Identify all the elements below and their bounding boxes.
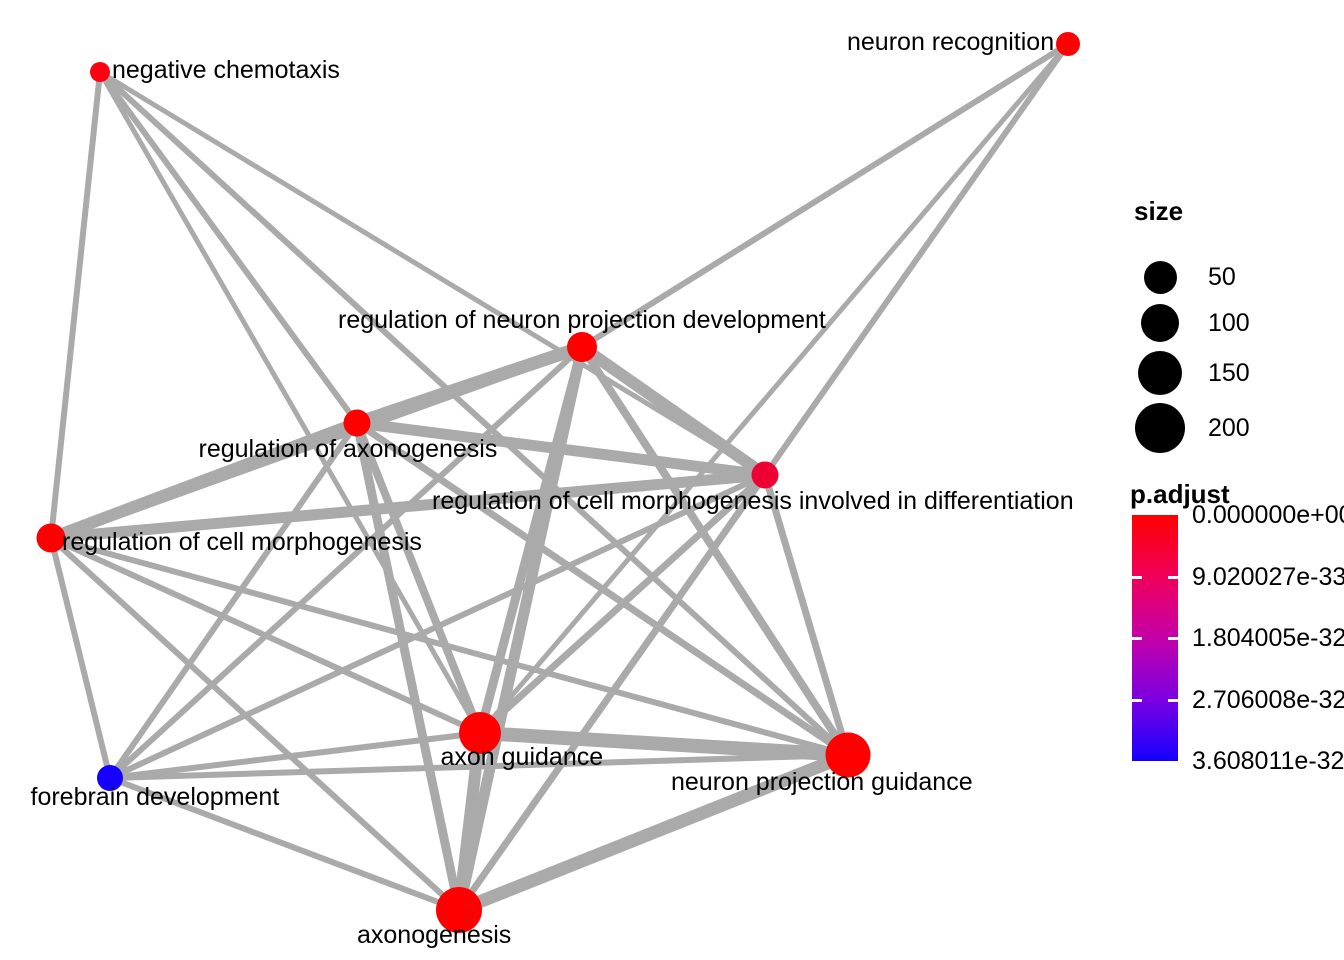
node-label-regulation_of_cell_morphogenesis_involved_in_differentiation: regulation of cell morphogenesis involve…	[432, 487, 1074, 515]
network-node-regulation_of_axonogenesis[interactable]	[343, 409, 371, 437]
network-edge	[456, 748, 851, 917]
network-edge	[578, 342, 769, 480]
node-label-regulation_of_neuron_projection_development: regulation of neuron projection developm…	[338, 306, 826, 334]
network-node-axon_guidance[interactable]	[459, 712, 501, 754]
network-edge	[355, 420, 850, 758]
network-edge	[97, 70, 360, 425]
network-node-neuron_projection_guidance[interactable]	[825, 732, 871, 778]
node-label-neuron_recognition: neuron recognition	[847, 28, 1055, 56]
network-edge	[48, 535, 462, 913]
network-edge	[456, 472, 768, 913]
network-edge	[97, 70, 483, 735]
colorbar-tick-label: 1.804005e-32	[1192, 624, 1344, 652]
size-legend-title: size	[1134, 196, 1184, 226]
colorbar-tick-mark	[1168, 698, 1178, 702]
size-legend-label: 200	[1208, 414, 1250, 442]
colorbar-tick-mark	[1168, 637, 1178, 640]
node-label-axonogenesis: axonogenesis	[357, 921, 512, 949]
network-edge	[48, 417, 360, 544]
network-edge	[48, 537, 113, 779]
size-legend-label: 50	[1208, 263, 1236, 291]
network-edge	[108, 472, 767, 781]
network-edge	[97, 69, 851, 758]
network-edge	[107, 344, 585, 781]
network-edge	[109, 752, 849, 781]
network-node-regulation_of_neuron_projection_development[interactable]	[567, 332, 597, 362]
size-legend-label: 150	[1208, 359, 1250, 387]
colorbar-tick-mark	[1168, 575, 1178, 579]
network-edge	[98, 69, 767, 478]
colorbar-tick-label: 9.020027e-33	[1192, 562, 1344, 591]
network-edge	[479, 726, 849, 762]
network-edge	[453, 345, 588, 912]
node-label-negative_chemotaxis: negative chemotaxis	[112, 56, 340, 84]
network-edge	[761, 474, 852, 756]
network-edge	[356, 417, 766, 481]
colorbar-tick-mark	[1132, 698, 1142, 702]
network-node-negative_chemotaxis[interactable]	[90, 62, 110, 82]
network-edge	[50, 469, 766, 544]
node-label-regulation_of_cell_morphogenesis: regulation of cell morphogenesis	[62, 528, 422, 556]
size-legend-dot	[1143, 260, 1177, 294]
network-edge	[580, 41, 1070, 350]
network-edge	[50, 535, 849, 758]
color-legend-title: p.adjust	[1130, 479, 1230, 509]
node-label-regulation_of_axonogenesis: regulation of axonogenesis	[198, 435, 498, 463]
size-legend-label: 100	[1208, 309, 1250, 337]
network-edge	[107, 421, 360, 780]
size-legend-dot	[1138, 351, 1182, 395]
network-edge	[108, 775, 461, 913]
network-node-regulation_of_cell_morphogenesis[interactable]	[36, 523, 66, 553]
network-edge	[353, 421, 484, 735]
network-node-regulation_of_cell_morphogenesis_involved_in_differentiation[interactable]	[751, 461, 779, 489]
network-edge	[453, 732, 486, 911]
colorbar-tick-mark	[1132, 637, 1142, 640]
colorbar-tick-label: 3.608011e-32	[1192, 747, 1344, 775]
colorbar-tick-label: 2.706008e-32	[1192, 685, 1344, 714]
network-edge	[109, 730, 481, 781]
edge-layer	[48, 41, 1071, 917]
network-node-axonogenesis[interactable]	[436, 887, 482, 933]
node-label-forebrain_development: forebrain development	[30, 783, 280, 811]
network-edge	[49, 535, 482, 736]
size-legend-dot	[1141, 304, 1179, 342]
size-legend-dot	[1135, 403, 1185, 453]
network-edge	[477, 472, 768, 736]
node-label-axon_guidance: axon guidance	[440, 743, 604, 771]
legend-panel: size 50 100 150 200 p.adjust 0.000000e+00 9.…	[1124, 196, 1344, 796]
colorbar-tick-mark	[1132, 575, 1142, 579]
network-edge	[48, 71, 103, 539]
node-label-neuron_projection_guidance: neuron projection guidance	[671, 768, 973, 796]
network-node-neuron_recognition[interactable]	[1056, 32, 1080, 56]
network-node-forebrain_development[interactable]	[97, 765, 123, 791]
network-edge	[478, 42, 1070, 735]
node-layer	[36, 32, 1080, 933]
colorbar-tick-label: 0.000000e+00	[1192, 501, 1344, 529]
